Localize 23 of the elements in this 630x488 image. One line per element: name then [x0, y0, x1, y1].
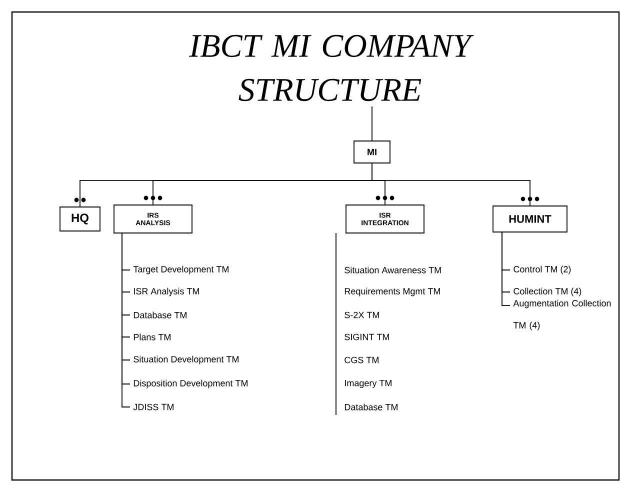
- team-label: ISR Analysis TM: [134, 288, 199, 296]
- team-label: Target Development TM: [133, 266, 228, 274]
- team-label: Disposition Development TM: [134, 380, 248, 388]
- team-label: Situation Awareness TM: [344, 266, 441, 274]
- team-label: Control TM (2): [514, 266, 571, 274]
- team-label: Collection TM (4): [514, 288, 582, 296]
- unit-box: HQ: [60, 206, 100, 232]
- title: IBCT MI COMPANY STRUCTURE: [189, 34, 474, 102]
- unit-box: HUMINT: [492, 206, 568, 232]
- team-label: Imagery TM: [345, 380, 392, 388]
- team-label: Situation Development TM: [134, 356, 238, 364]
- team-label: Plans TM: [134, 334, 170, 340]
- connector-line: [502, 232, 510, 306]
- team-label: SIGINT TM: [344, 334, 389, 340]
- team-label: S-2X TM: [344, 312, 379, 318]
- team-label: Database TM: [134, 312, 186, 318]
- team-label: Augmentation Collection TM (4): [513, 300, 611, 330]
- team-label: JDISS TM: [133, 404, 174, 410]
- team-label: CGS TM: [344, 356, 378, 364]
- team-label: Requirements Mgmt TM: [344, 288, 440, 296]
- team-label: Database TM: [344, 404, 398, 410]
- unit-box: MI: [354, 140, 390, 164]
- connector-line: [372, 163, 530, 206]
